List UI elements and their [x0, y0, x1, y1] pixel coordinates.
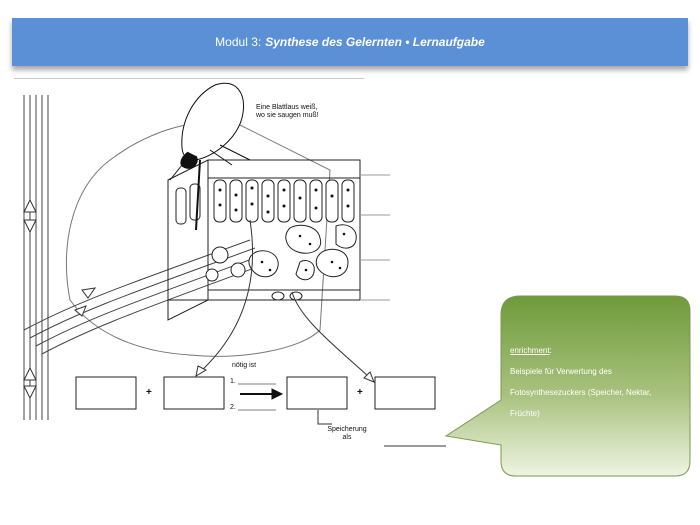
answer-box-1 — [75, 376, 137, 410]
divider — [14, 78, 364, 79]
leaf-cross-section — [167, 159, 390, 321]
label-speicherung-line2: als — [342, 434, 352, 441]
label-step1: 1. — [230, 378, 236, 385]
label-step2: 2. — [230, 404, 236, 411]
leaf-outline — [65, 121, 331, 357]
slide-header: Modul 3: Synthese des Gelernten • Lernau… — [12, 18, 688, 66]
callout-title: enrichment — [510, 346, 550, 355]
flow-arrows — [23, 198, 97, 400]
aphid-note-line2: wo sie saugen muß! — [256, 112, 319, 119]
answer-box-2 — [163, 376, 225, 410]
chloroplast-dots — [218, 186, 350, 214]
stomata — [271, 291, 303, 301]
reaction-arrow — [238, 383, 284, 411]
spongy-dots — [260, 232, 346, 272]
storage-arrow — [317, 410, 446, 447]
plus-sign-2: + — [357, 387, 363, 398]
stem-vessels — [23, 95, 266, 420]
callout-title-suffix: : — [549, 346, 552, 355]
header-prefix: Modul 3: — [215, 35, 262, 49]
answer-box-4 — [374, 376, 436, 410]
aphid-illustration — [169, 82, 251, 231]
callout-body: Beispiele für Verwertung des Fotosynthes… — [510, 367, 652, 418]
spongy-cells — [205, 224, 357, 282]
palisade-cells — [175, 179, 355, 225]
equation-boxes — [75, 376, 436, 410]
plus-sign-1: + — [146, 387, 152, 398]
pointer-arrows — [195, 219, 375, 383]
enrichment-callout-shape — [444, 295, 691, 477]
header-title: Synthese des Gelernten • Lernaufgabe — [265, 35, 485, 49]
aphid-note: Eine Blattlaus weiß, wo sie saugen muß! — [256, 104, 319, 120]
aphid-note-line1: Eine Blattlaus weiß, — [256, 104, 318, 111]
label-noetig: nötig ist — [232, 362, 257, 369]
label-speicherung: Speicherung als — [323, 426, 371, 442]
enrichment-callout: enrichment: Beispiele für Verwertung des… — [510, 340, 682, 424]
label-speicherung-line1: Speicherung — [327, 426, 367, 433]
answer-box-3 — [286, 376, 348, 410]
